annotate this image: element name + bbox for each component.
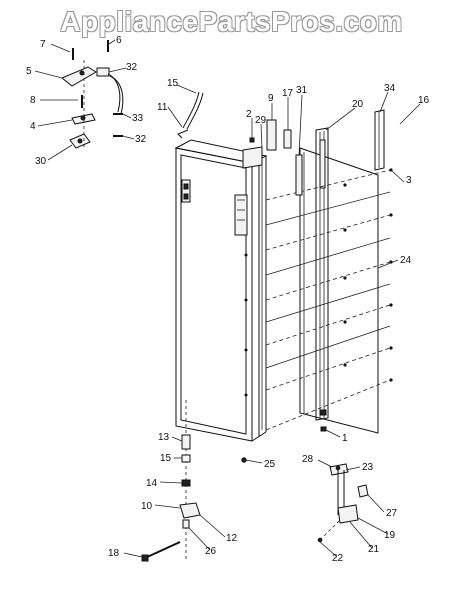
screw-1 — [320, 426, 327, 432]
door-assembly — [174, 139, 268, 442]
callout-labels: 7 6 5 32 8 4 33 32 30 15 11 2 29 9 17 31… — [26, 35, 430, 564]
callout-30: 30 — [35, 156, 47, 167]
callout-6: 6 — [116, 35, 122, 46]
callout-17: 17 — [282, 88, 294, 99]
bottom-hinge-assembly — [317, 463, 369, 543]
lower-hinge-parts — [141, 400, 201, 562]
callout-32: 32 — [126, 62, 138, 73]
wire-harness — [177, 91, 204, 139]
leader-lines — [34, 39, 421, 558]
callout-8: 8 — [30, 95, 36, 106]
callout-31: 31 — [296, 85, 308, 96]
callout-9: 9 — [268, 93, 274, 104]
callout-20: 20 — [352, 99, 364, 110]
callout-15: 15 — [167, 78, 179, 89]
watermark: AppliancePartsPros.com — [60, 6, 403, 37]
callout-27: 27 — [386, 508, 398, 519]
projection-lines — [265, 168, 393, 431]
callout-13: 13 — [158, 432, 170, 443]
door-liner-panel — [299, 147, 379, 434]
callout-33: 33 — [132, 113, 144, 124]
callout-3: 3 — [406, 175, 412, 186]
handle-assembly — [61, 40, 124, 150]
callout-15: 15 — [160, 453, 172, 464]
callout-12: 12 — [226, 533, 238, 544]
callout-5: 5 — [26, 66, 32, 77]
callout-2: 2 — [246, 109, 252, 120]
callout-18: 18 — [108, 548, 120, 559]
callout-16: 16 — [418, 95, 430, 106]
callout-19: 19 — [384, 530, 396, 541]
callout-21: 21 — [368, 544, 380, 555]
callout-10: 10 — [141, 501, 153, 512]
callout-7: 7 — [40, 39, 46, 50]
screw-25 — [241, 457, 247, 463]
gasket-strip — [315, 127, 329, 421]
callout-4: 4 — [30, 121, 36, 132]
callout-26: 26 — [205, 546, 217, 557]
upper-hinge-parts — [242, 119, 303, 196]
callout-24: 24 — [400, 255, 412, 266]
callout-25: 25 — [264, 459, 276, 470]
trim-strip — [374, 109, 385, 171]
callout-28: 28 — [302, 454, 314, 465]
callout-11: 11 — [157, 102, 168, 113]
callout-14: 14 — [146, 478, 158, 489]
callout-34: 34 — [384, 83, 396, 94]
callout-29: 29 — [255, 115, 267, 126]
callout-1: 1 — [342, 433, 348, 444]
callout-32: 32 — [135, 134, 147, 145]
callout-23: 23 — [362, 462, 374, 473]
callout-22: 22 — [332, 553, 344, 564]
